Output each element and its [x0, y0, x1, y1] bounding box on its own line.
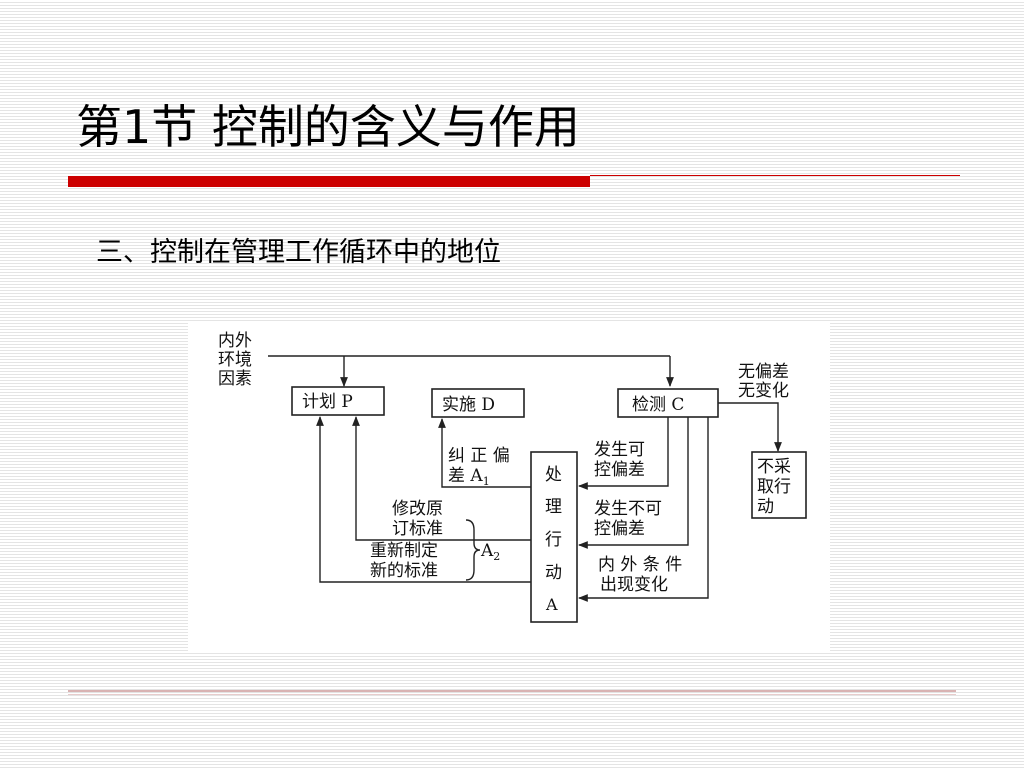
a2-brace	[465, 519, 481, 581]
correct-deviation-text: 差 A	[448, 466, 483, 486]
no-deviation-line2: 无变化	[738, 381, 789, 401]
controllable-deviation-arrow	[578, 417, 669, 490]
conditions-line2: 出现变化	[600, 575, 668, 595]
page-title: 第1节 控制的含义与作用	[76, 100, 580, 154]
act-line4: 动	[545, 563, 562, 583]
modify-standard-arrow	[352, 416, 531, 541]
uncontrollable-deviation-arrow	[578, 417, 689, 549]
a2-sub: 2	[493, 550, 500, 563]
act-line3: 行	[545, 530, 562, 550]
uncontrollable-line2: 控偏差	[594, 519, 645, 539]
uncontrollable-line1: 发生不可	[594, 499, 662, 519]
new-standard-line1: 重新制定	[370, 541, 438, 561]
a2-label: A2	[480, 541, 500, 563]
do-label: 实施 D	[442, 395, 495, 415]
controllable-line2: 控偏差	[594, 460, 645, 480]
check-to-no-action-arrow	[718, 402, 782, 452]
do-box	[431, 388, 525, 418]
new-standard-arrow	[316, 416, 531, 583]
correct-deviation-sub: 1	[483, 475, 490, 488]
no-action-line2: 取行	[757, 477, 791, 497]
title-underline-red	[68, 176, 590, 187]
act-line1: 处	[545, 465, 562, 485]
section-subtitle: 三、控制在管理工作循环中的地位	[96, 237, 501, 268]
env-factors-line3: 因素	[218, 369, 252, 389]
title-underline-thin	[590, 175, 960, 176]
conditions-change-arrow	[578, 417, 709, 602]
a2-text: A	[480, 541, 494, 561]
modify-standard-line1: 修改原	[392, 499, 443, 519]
plan-label: 计划 P	[302, 392, 353, 412]
no-action-line1: 不采	[757, 457, 791, 477]
no-action-line3: 动	[757, 497, 774, 517]
plan-box	[291, 386, 385, 416]
new-standard-line2: 新的标准	[370, 561, 438, 581]
modify-standard-line2: 订标准	[392, 519, 443, 539]
act-line2: 理	[545, 497, 562, 517]
no-action-box	[751, 451, 807, 519]
check-label: 检测 C	[632, 395, 684, 415]
footer-rule-secondary	[68, 694, 956, 695]
correct-deviation-line2: 差 A1	[448, 466, 490, 488]
controllable-line1: 发生可	[594, 440, 645, 460]
correct-deviation-line1: 纠 正 偏	[448, 446, 510, 466]
conditions-line1: 内 外 条 件	[598, 555, 682, 575]
footer-rule	[68, 690, 956, 692]
act-box	[530, 451, 578, 623]
no-deviation-line1: 无偏差	[738, 362, 789, 382]
act-line5: A	[545, 595, 558, 614]
env-factors-line1: 内外	[218, 331, 252, 351]
env-factors-line2: 环境	[218, 350, 252, 370]
correct-deviation-arrow	[438, 418, 531, 488]
